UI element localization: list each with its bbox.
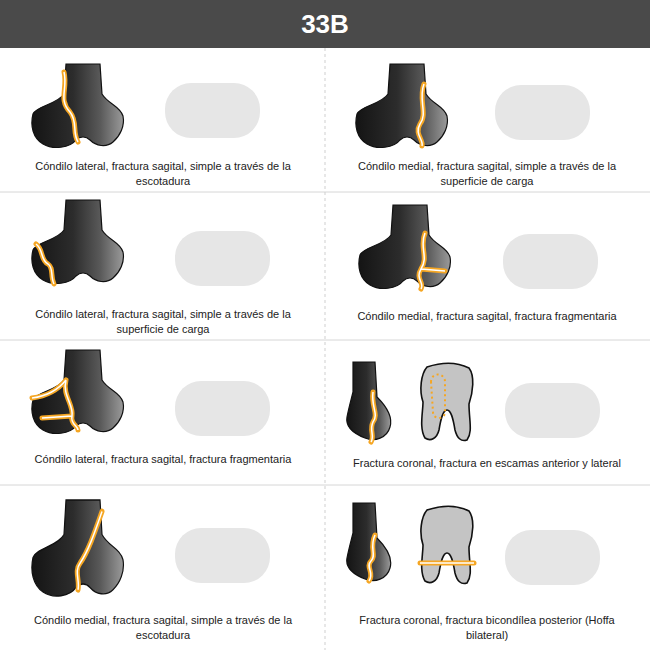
placeholder-pill xyxy=(495,85,590,140)
caption: Fractura coronal, fractura en escamas an… xyxy=(342,456,632,471)
placeholder-pill xyxy=(175,231,270,286)
grid-line xyxy=(325,48,326,650)
femur-figure xyxy=(32,350,124,433)
caption: Cóndilo lateral, fractura sagital, fract… xyxy=(18,452,308,467)
femur-figure xyxy=(32,500,124,596)
placeholder-pill xyxy=(505,530,600,585)
femur-side-figure xyxy=(347,362,391,442)
placeholder-pill xyxy=(505,383,600,438)
title-bar: 33B xyxy=(0,0,650,48)
femur-axial-figure xyxy=(420,506,474,583)
placeholder-pill xyxy=(165,83,260,138)
femur-figure xyxy=(32,200,124,284)
caption: Cóndilo medial, fractura sagital, simple… xyxy=(342,159,632,189)
caption: Cóndilo medial, fractura sagital, simple… xyxy=(18,613,308,643)
femur-axial-figure xyxy=(421,363,473,440)
placeholder-pill xyxy=(503,234,598,289)
caption: Cóndilo medial, fractura sagital, fractu… xyxy=(342,309,632,324)
placeholder-pill xyxy=(175,381,270,436)
grid-line xyxy=(0,340,650,341)
caption: Cóndilo lateral, fractura sagital, simpl… xyxy=(18,307,308,337)
grid-line xyxy=(0,485,650,486)
femur-figure xyxy=(359,205,451,289)
femur-side-figure xyxy=(347,503,391,581)
caption: Fractura coronal, fractura bicondílea po… xyxy=(342,613,632,643)
femur-figure xyxy=(32,64,124,147)
title: 33B xyxy=(301,9,349,40)
caption: Cóndilo lateral, fractura sagital, simpl… xyxy=(18,159,308,189)
placeholder-pill xyxy=(175,528,270,583)
femur-figure xyxy=(356,64,448,147)
